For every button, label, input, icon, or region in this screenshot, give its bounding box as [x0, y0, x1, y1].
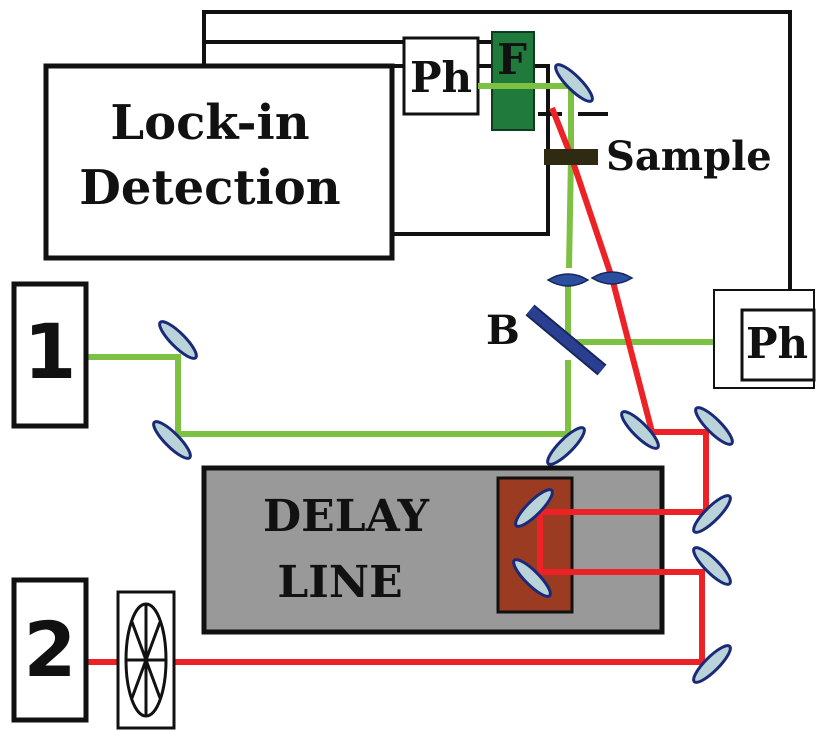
photodiode-right-inner [740, 308, 816, 382]
pump-path-retro [537, 509, 706, 575]
cable-to-right-photodiode [202, 10, 792, 290]
delay-line: DELAY LINE [201, 465, 665, 635]
lens-icon [590, 271, 634, 285]
source-2-box [11, 577, 89, 723]
chopper-wheel-icon [124, 602, 168, 718]
source-2-label: 2 [24, 605, 77, 694]
mirror-icon [692, 546, 732, 586]
photodiode-top-box [402, 36, 480, 116]
lock-in-label-line2: Detection [79, 160, 340, 216]
pump-beam-retro [537, 509, 706, 575]
lock-in-label-line1: Lock-in [110, 95, 309, 151]
beamsplitter: B [486, 304, 607, 376]
mirror-icon [514, 488, 554, 528]
filter: F [491, 31, 535, 131]
mirror-icon [620, 410, 660, 450]
beamsplitter-plate-face [526, 306, 606, 374]
sample-label: Sample [606, 133, 772, 180]
photodiode-top-label: Ph [410, 53, 472, 102]
lock-in-box-front [43, 63, 395, 261]
filter-label: F [497, 35, 527, 84]
mirror-icon [694, 406, 734, 446]
photodiode-right-label: Ph [746, 319, 808, 368]
mirror-icon [158, 320, 198, 360]
lens-icon [546, 273, 590, 287]
chopper [116, 590, 176, 730]
lock-in-detection: Lock-in Detection [43, 40, 550, 261]
mirror-icon [554, 63, 594, 103]
filter-block [491, 31, 535, 131]
laser-source-2: 2 [11, 577, 89, 723]
mirror-icon [692, 494, 732, 534]
delay-line-body [201, 465, 665, 635]
mirror-icon [152, 420, 192, 460]
mirror-icon [512, 558, 552, 598]
source-1-label: 1 [24, 307, 77, 396]
lenses [546, 271, 634, 287]
probe-path-to-top-mirror [478, 83, 574, 269]
photodiode-right: Ph [713, 289, 816, 389]
pump-path-to-sample [549, 106, 655, 433]
delay-line-label-line2: LINE [277, 557, 402, 608]
laser-source-1: 1 [11, 281, 89, 429]
beamsplitter-label: B [486, 307, 520, 354]
mirror-icon [692, 644, 732, 684]
sample-slab [544, 149, 598, 165]
source-1-box [11, 281, 89, 429]
delay-line-label-line1: DELAY [263, 491, 430, 542]
photodiode-top: Ph [402, 36, 480, 116]
mirror-icon [546, 426, 586, 466]
sample: Sample [544, 133, 772, 180]
mirrors [152, 63, 734, 684]
